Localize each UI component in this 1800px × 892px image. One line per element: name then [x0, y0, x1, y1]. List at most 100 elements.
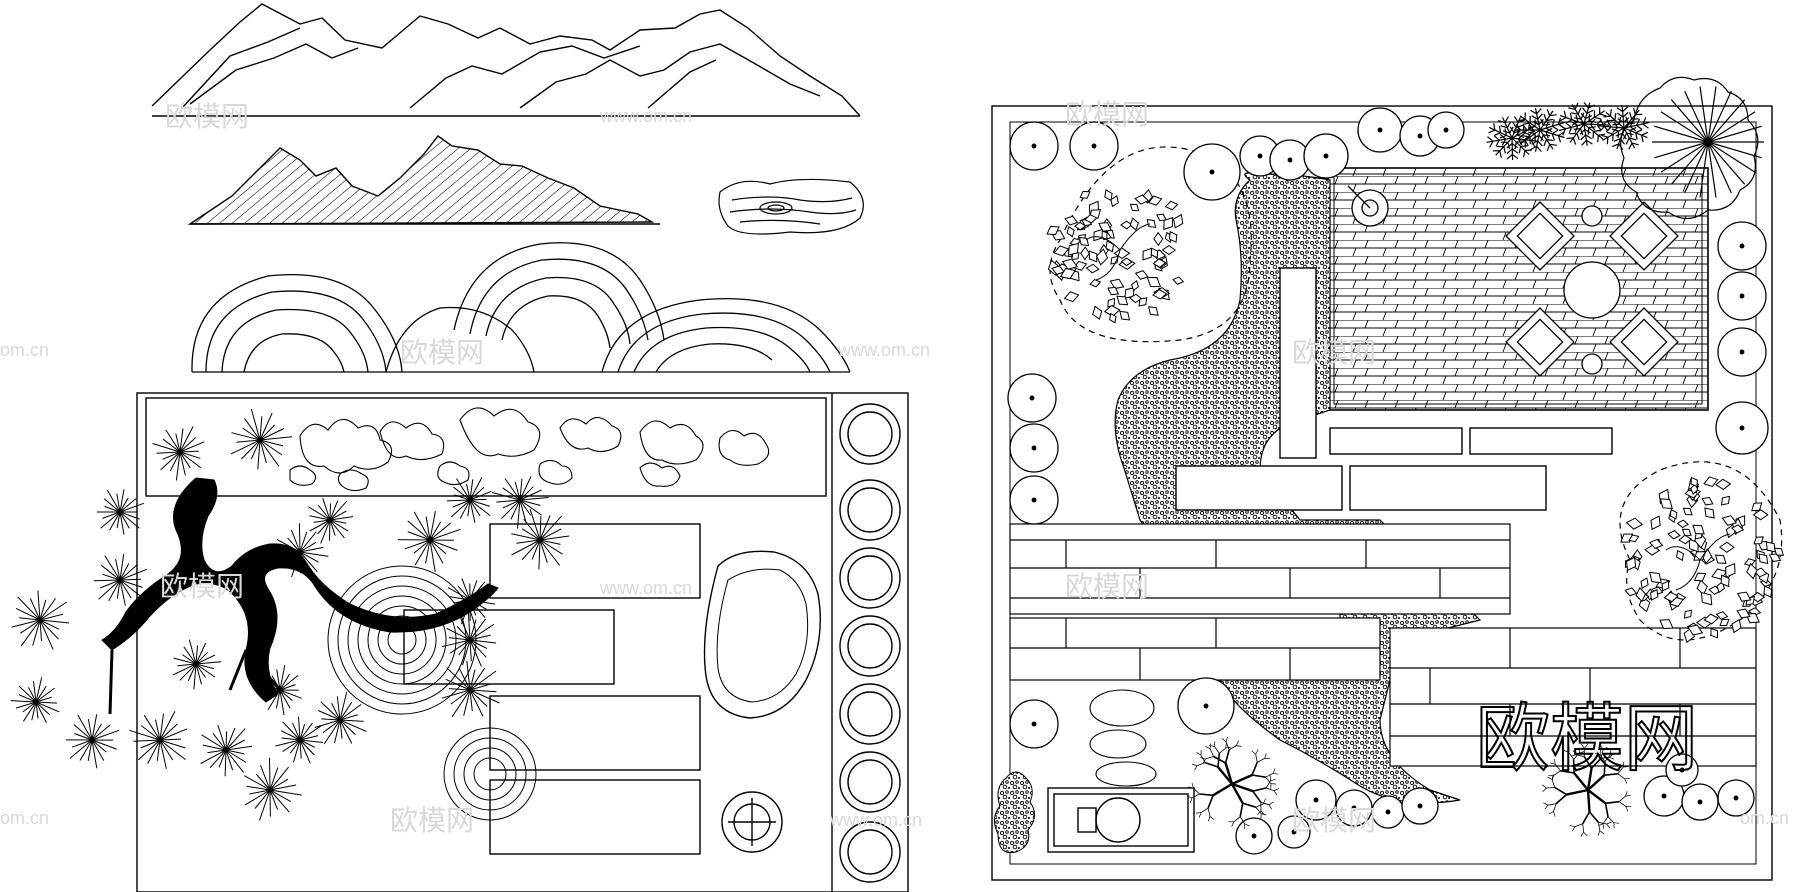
pine-needle-clusters — [10, 408, 570, 821]
canopy-outlines — [1049, 146, 1783, 641]
round-shrub — [1009, 699, 1059, 749]
round-shrub — [1357, 107, 1403, 153]
deciduous-tree — [1542, 743, 1632, 837]
pine-needle-cluster — [96, 489, 144, 535]
pine-needle-cluster — [254, 665, 302, 716]
round-shrub — [1717, 271, 1767, 321]
paving-bands — [1009, 523, 1757, 767]
fern-clusters — [1486, 102, 1650, 161]
round-shrub — [1717, 779, 1755, 817]
patio-furniture — [1347, 185, 1679, 377]
watermark-site: www.om.cn — [829, 810, 922, 830]
radial-tree-canopy — [1620, 76, 1764, 220]
round-shrub — [1303, 133, 1349, 179]
round-shrub — [1007, 373, 1057, 423]
stepping-stones — [1089, 689, 1157, 787]
round-shrub — [1427, 111, 1465, 149]
pine-needle-cluster — [172, 639, 222, 690]
fern-cluster — [1514, 108, 1565, 152]
leafy-tree-symbols — [1046, 188, 1785, 644]
planter-box — [145, 397, 827, 497]
pine-needle-cluster — [230, 408, 293, 470]
leafy-tree — [1046, 188, 1185, 324]
pine-needle-cluster — [65, 714, 120, 769]
watermark-logo: 欧模网 — [160, 571, 244, 602]
round-shrub — [1009, 121, 1059, 171]
round-shrub — [1009, 423, 1059, 473]
garden-bench — [1047, 787, 1195, 853]
watermark-logo: 欧模网 — [400, 337, 484, 368]
raked-sand-ripples — [327, 565, 537, 821]
round-shrub — [1401, 787, 1439, 825]
pine-needle-cluster — [447, 578, 496, 625]
round-shrub — [1665, 753, 1699, 787]
round-shrub — [1335, 789, 1373, 827]
flat-stone — [718, 178, 864, 235]
fern-cluster — [1598, 106, 1650, 150]
round-shrub — [1069, 121, 1119, 171]
pine-needle-cluster — [492, 475, 549, 529]
round-shrub — [1277, 815, 1311, 849]
stepping-slab — [489, 695, 701, 771]
watermark-logo: 欧模网 — [1292, 805, 1376, 836]
mountain-range-outline — [151, 3, 861, 117]
pine-needle-cluster — [511, 509, 570, 570]
watermark-logo: 欧模网 — [165, 101, 249, 132]
round-shrub — [1295, 779, 1337, 821]
left-plan-border — [136, 392, 909, 892]
planter-pots — [839, 403, 901, 883]
watermark-site: www.om.cn — [837, 340, 930, 360]
pine-needle-cluster — [271, 523, 329, 579]
stepping-slab — [489, 779, 701, 855]
pine-needle-cluster — [152, 426, 205, 481]
watermark-site: om.cn — [0, 340, 49, 360]
pine-needle-cluster — [446, 477, 492, 523]
stone-lantern — [721, 791, 783, 853]
watermark-layer: 欧模网 www.om.cn 欧模网 om.cn 欧模网 www.om.cn 欧模… — [0, 99, 1789, 836]
leafy-tree — [1620, 476, 1785, 644]
hatched-mountain — [187, 135, 660, 225]
deciduous-tree — [1186, 736, 1279, 830]
pine-needle-cluster — [10, 677, 60, 723]
garden-rock — [703, 550, 821, 719]
round-shrub — [1715, 401, 1769, 455]
watermark-site: www.om.cn — [599, 578, 692, 598]
pine-needle-cluster — [129, 711, 188, 769]
boxwood-shrub — [994, 771, 1035, 854]
pine-needle-cluster — [11, 590, 70, 650]
fern-cluster — [1486, 116, 1538, 161]
pine-needle-cluster — [441, 611, 497, 667]
round-shrub — [1009, 475, 1059, 525]
pine-needle-cluster — [314, 691, 367, 745]
watermark-site: www.om.cn — [599, 106, 692, 126]
pine-needle-cluster — [93, 553, 147, 606]
pine-needle-cluster — [397, 511, 461, 572]
planter-shrubs — [289, 407, 770, 492]
stepping-slab — [403, 609, 615, 685]
watermark-logo: 欧模网 — [1065, 99, 1149, 130]
round-shrub — [1717, 327, 1767, 377]
round-shrub — [1235, 817, 1273, 855]
round-shrub — [1681, 783, 1719, 821]
round-tree-symbols — [1007, 107, 1769, 855]
round-shrub — [1177, 677, 1235, 735]
fern-cluster — [1558, 102, 1611, 146]
gravel-path — [1114, 172, 1482, 804]
watermark-logo-large: 欧模网 — [1476, 696, 1698, 782]
pine-needle-cluster — [200, 724, 253, 777]
right-garden-plan — [991, 105, 1773, 881]
left-garden-plan — [136, 392, 909, 892]
pine-needle-cluster — [441, 660, 500, 718]
pine-tree — [101, 477, 499, 715]
right-plan-border — [991, 105, 1773, 881]
watermark-logo: 欧模网 — [390, 805, 474, 836]
round-shrub — [1183, 143, 1241, 201]
round-shrub — [1371, 795, 1405, 829]
pine-needle-cluster — [275, 716, 324, 764]
pine-needle-cluster — [308, 497, 353, 544]
watermark-site: om.cn — [1740, 808, 1789, 828]
stepping-slab — [489, 523, 701, 599]
watermark-logo: 欧模网 — [1065, 571, 1149, 602]
arched-stone-group — [191, 242, 851, 373]
